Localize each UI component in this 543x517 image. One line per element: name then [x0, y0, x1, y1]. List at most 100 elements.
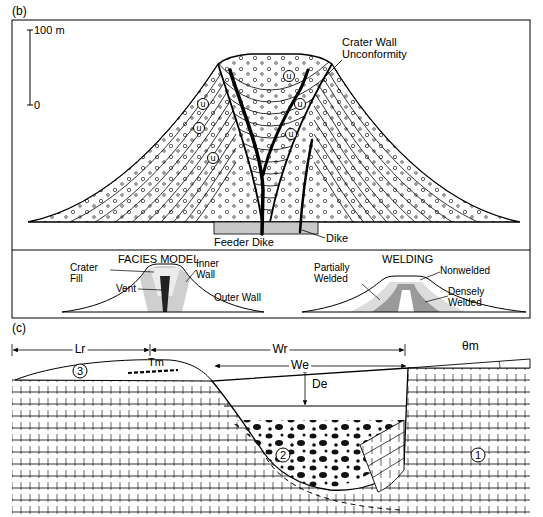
scale-bar [27, 105, 33, 106]
maar-crater [212, 368, 408, 510]
tuff-cone [314, 78, 543, 274]
dimension-label: We [289, 359, 311, 372]
crater-fill [200, 76, 350, 126]
facies-model-cone [110, 270, 154, 272]
facies-model-cone [186, 270, 196, 282]
text-label: Dike [326, 232, 348, 244]
scale-bar [27, 30, 33, 31]
rim-deposit [499, 361, 500, 368]
host-rock [12, 512, 530, 513]
host-rock [12, 488, 530, 489]
dimension-line [12, 344, 13, 356]
dimension-line [150, 344, 151, 356]
maar-crater [360, 420, 404, 492]
tuff-cone [28, 54, 520, 222]
panel-frame [12, 20, 530, 318]
rim-deposit [15, 359, 530, 381]
crater-fill [200, 136, 350, 186]
unit-callout: u [283, 70, 295, 82]
callout-number: 3 [73, 364, 88, 379]
tuff-cone [314, 162, 543, 358]
tuff-cone [0, 78, 236, 274]
crater-fill [200, 40, 350, 90]
crater-fill [218, 54, 332, 222]
text-label: (b) [12, 5, 27, 18]
maar-crater [224, 406, 406, 407]
tuff-cone [0, 92, 236, 288]
tuff-cone [314, 50, 543, 246]
tuff-cone [0, 36, 236, 232]
dike-symbol [230, 70, 312, 234]
host-rock [12, 476, 530, 477]
callout-number: 1 [471, 448, 486, 463]
dike-symbol [300, 140, 312, 232]
dimension-line [305, 368, 306, 405]
cone-outline [28, 54, 520, 222]
rim-deposit [408, 359, 530, 368]
dimension-line [405, 344, 406, 356]
feeder-band [214, 222, 318, 234]
unit-callout: u [285, 128, 297, 140]
unit-callout: u [294, 98, 306, 110]
text-label: De [312, 378, 327, 391]
unit-callout: u [193, 122, 205, 134]
text-label: Nonwelded [440, 265, 490, 276]
host-rock [408, 380, 530, 381]
tuff-cone [0, 162, 236, 358]
text-label: Tm [148, 356, 164, 368]
crater-fill [200, 88, 350, 138]
crater-fill [200, 40, 350, 210]
crater-fill [218, 54, 332, 222]
tuff-cone [314, 92, 543, 288]
tuff-cone [0, 36, 543, 358]
unit-callout: u [207, 152, 219, 164]
maar-crater [360, 420, 404, 492]
crater-fill [200, 40, 350, 222]
maar-crater [372, 458, 404, 478]
tuff-cone [28, 54, 520, 222]
text-label: Inner Wall [196, 258, 236, 280]
text-label: Crater Fill [70, 262, 110, 284]
text-label: Vent [116, 283, 136, 294]
text-label: θm [462, 340, 479, 353]
callout-number: 2 [276, 448, 291, 463]
tuff-cone [0, 50, 236, 246]
maar-crater [368, 445, 404, 466]
host-rock [12, 464, 530, 465]
leader-line [302, 230, 325, 238]
welding-cone [362, 272, 448, 302]
maar-crater [364, 432, 404, 455]
text-label: Densely Welded [448, 286, 498, 308]
panel-frame [12, 20, 530, 318]
tuff-cone [0, 36, 543, 358]
tuff-cone [0, 106, 236, 302]
scale-bar [30, 30, 31, 105]
dimension-label: Wr [270, 343, 289, 356]
crater-fill [200, 148, 350, 198]
dike-symbol [230, 70, 263, 234]
tuff-cone [314, 106, 543, 302]
text-label: WELDING [382, 253, 433, 265]
rim-deposit [128, 370, 178, 373]
text-label: FACIES MODEL [118, 253, 199, 265]
text-label: 100 m [34, 24, 65, 36]
facies-model-cone [138, 289, 162, 290]
welding-cone [372, 284, 440, 312]
rim-deposit [15, 360, 212, 381]
panel-frame [12, 250, 530, 251]
text-label: Outer Wall [214, 292, 261, 303]
crater-fill [200, 124, 350, 174]
welding-cone [362, 284, 380, 300]
tuff-cone [0, 120, 236, 316]
scale-bar [27, 30, 33, 105]
tuff-cone [314, 64, 543, 260]
host-rock [12, 368, 530, 512]
host-rock [12, 368, 530, 517]
leader-line [322, 60, 342, 80]
tuff-cone [0, 64, 236, 260]
welding-cone [398, 290, 414, 312]
text-label: Partially Welded [314, 262, 364, 284]
facies-model-cone [140, 266, 190, 312]
